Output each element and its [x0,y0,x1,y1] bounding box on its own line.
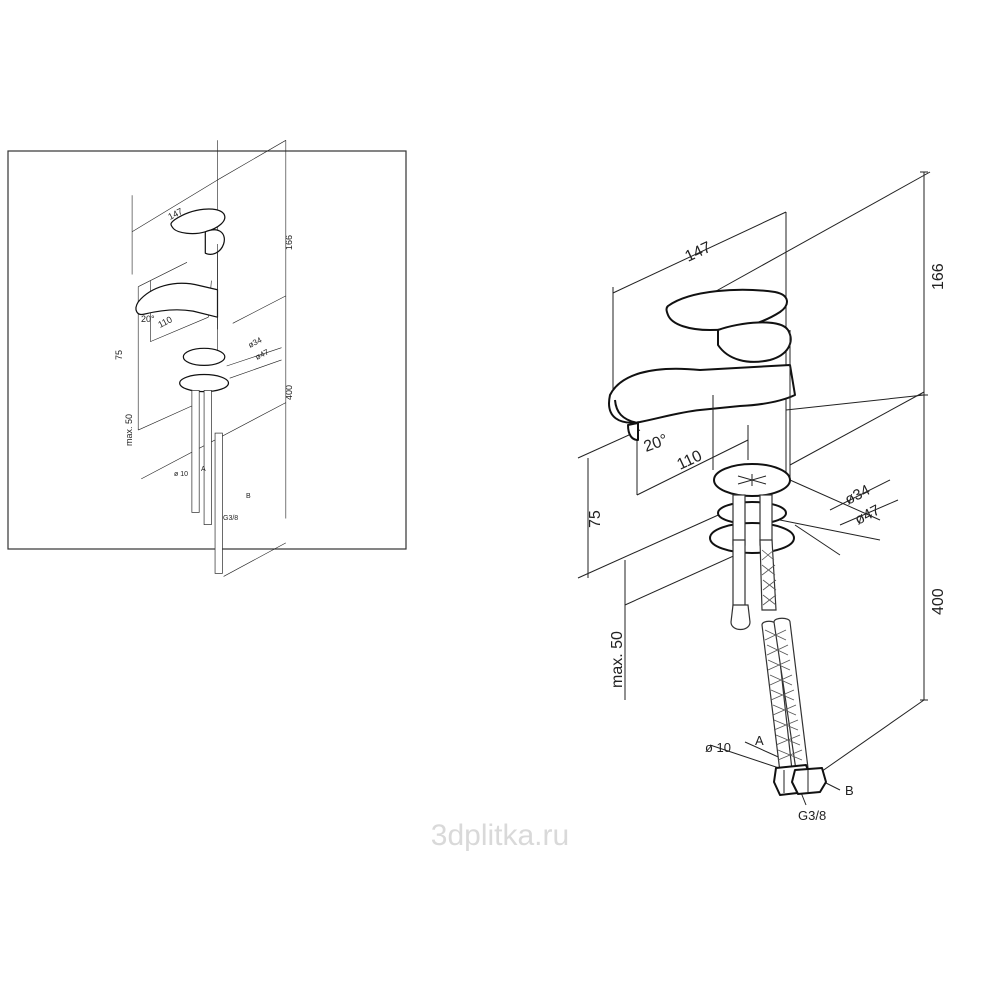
thumb-label-b: B [246,493,251,500]
dim-166: 166 [930,263,947,290]
thread-g38: G3/8 [798,808,826,823]
dim-d10: ø 10 [705,740,731,755]
watermark: 3dplitka.ru [431,819,569,852]
dim-110: 110 [675,447,705,473]
dim-147: 147 [683,239,714,266]
thumb-dim-400: 400 [284,385,294,400]
thumb-dim-max50: max. 50 [124,414,134,446]
label-a: A [755,733,764,748]
dim-20: 20° [642,432,671,456]
thumb-label-a: A [201,466,206,473]
thumb-dim-d34: ø34 [247,335,264,350]
mounting-set [709,463,795,554]
thumbnail-faucet [131,140,287,577]
faucet-body [608,288,796,480]
dim-75: 75 [587,510,604,528]
thumb-dim-110: 110 [156,314,173,329]
label-b: B [845,783,854,798]
dim-400: 400 [930,588,947,615]
thumb-dim-166: 166 [284,235,294,250]
flexible-hoses [730,539,827,796]
thumbnail-drawing: 147 166 20° 110 75 ø34 ø47 400 max. 50 ø… [7,140,407,577]
thumb-thread: G3/8 [223,515,238,522]
dim-d47: ø47 [852,502,883,529]
main-drawing: 147 166 20° 110 75 ø34 ø47 400 max. 50 ø… [577,171,947,823]
thumb-dim-d10: ø 10 [174,471,188,478]
thumb-dim-20: 20° [141,314,155,324]
thumb-dim-75: 75 [114,350,124,360]
thumbnail-frame [7,150,407,550]
thumb-dim-d47: ø47 [254,347,271,362]
dim-max50: max. 50 [609,631,626,688]
